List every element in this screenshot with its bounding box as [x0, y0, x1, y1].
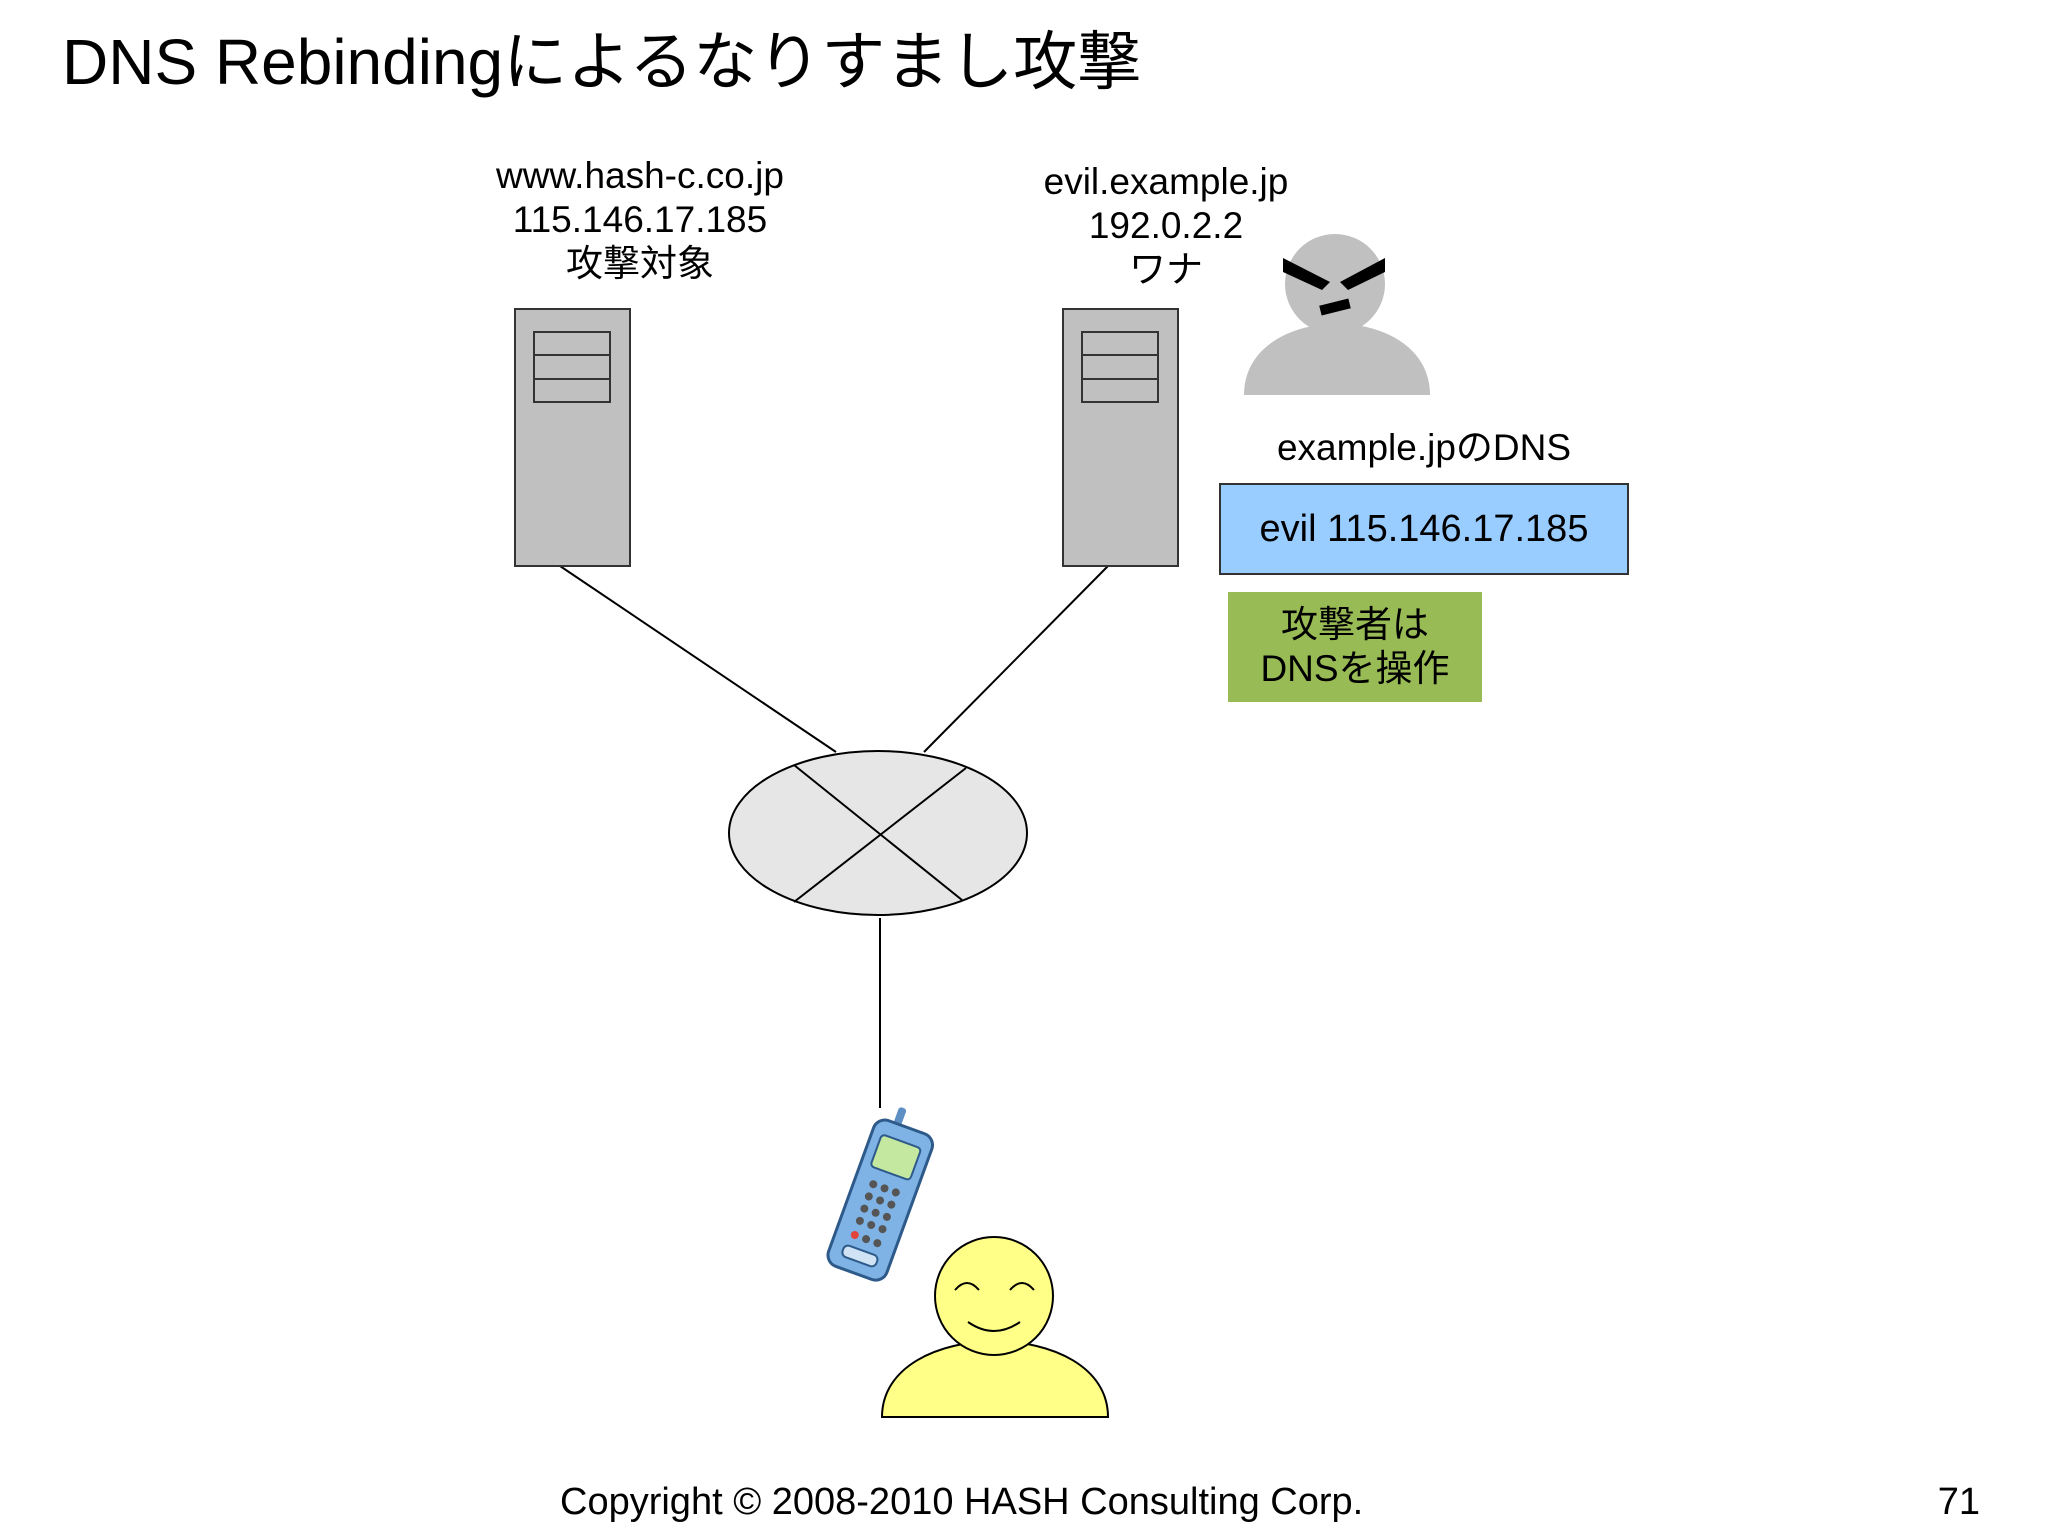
trap-server-label: evil.example.jp 192.0.2.2 ワナ	[966, 160, 1366, 292]
attacker-note-line2: DNSを操作	[1260, 648, 1450, 689]
copyright-footer: Copyright © 2008-2010 HASH Consulting Co…	[560, 1481, 1364, 1523]
attacker-note-line1: 攻撃者は	[1281, 604, 1429, 645]
trap-server-ip: 192.0.2.2	[1088, 205, 1244, 246]
attacker-person-icon	[1244, 234, 1430, 395]
target-server-label: www.hash-c.co.jp 115.146.17.185 攻撃対象	[440, 154, 840, 286]
target-server-hostname: www.hash-c.co.jp	[496, 155, 784, 196]
mobile-phone-icon	[826, 1107, 935, 1282]
attacker-note: 攻撃者は DNSを操作	[1228, 592, 1482, 702]
target-server-ip: 115.146.17.185	[512, 199, 768, 240]
dns-heading: example.jpのDNS	[1276, 427, 1572, 468]
router-icon	[728, 750, 1028, 916]
trap-server-hostname: evil.example.jp	[1043, 161, 1289, 202]
dns-record-box: evil 115.146.17.185	[1219, 483, 1629, 575]
link-target-to-router	[559, 565, 837, 753]
page-number: 71	[1937, 1481, 1980, 1523]
slide-title: DNS Rebindingによるなりすまし攻撃	[62, 26, 1142, 98]
trap-server-role: ワナ	[1129, 249, 1203, 290]
server-icon	[1062, 308, 1179, 567]
target-server-role: 攻撃対象	[566, 243, 714, 284]
smiling-user-icon	[880, 1236, 1110, 1418]
server-icon	[514, 308, 631, 567]
dns-record-text: evil 115.146.17.185	[1259, 507, 1589, 550]
link-trap-to-router	[923, 565, 1109, 753]
